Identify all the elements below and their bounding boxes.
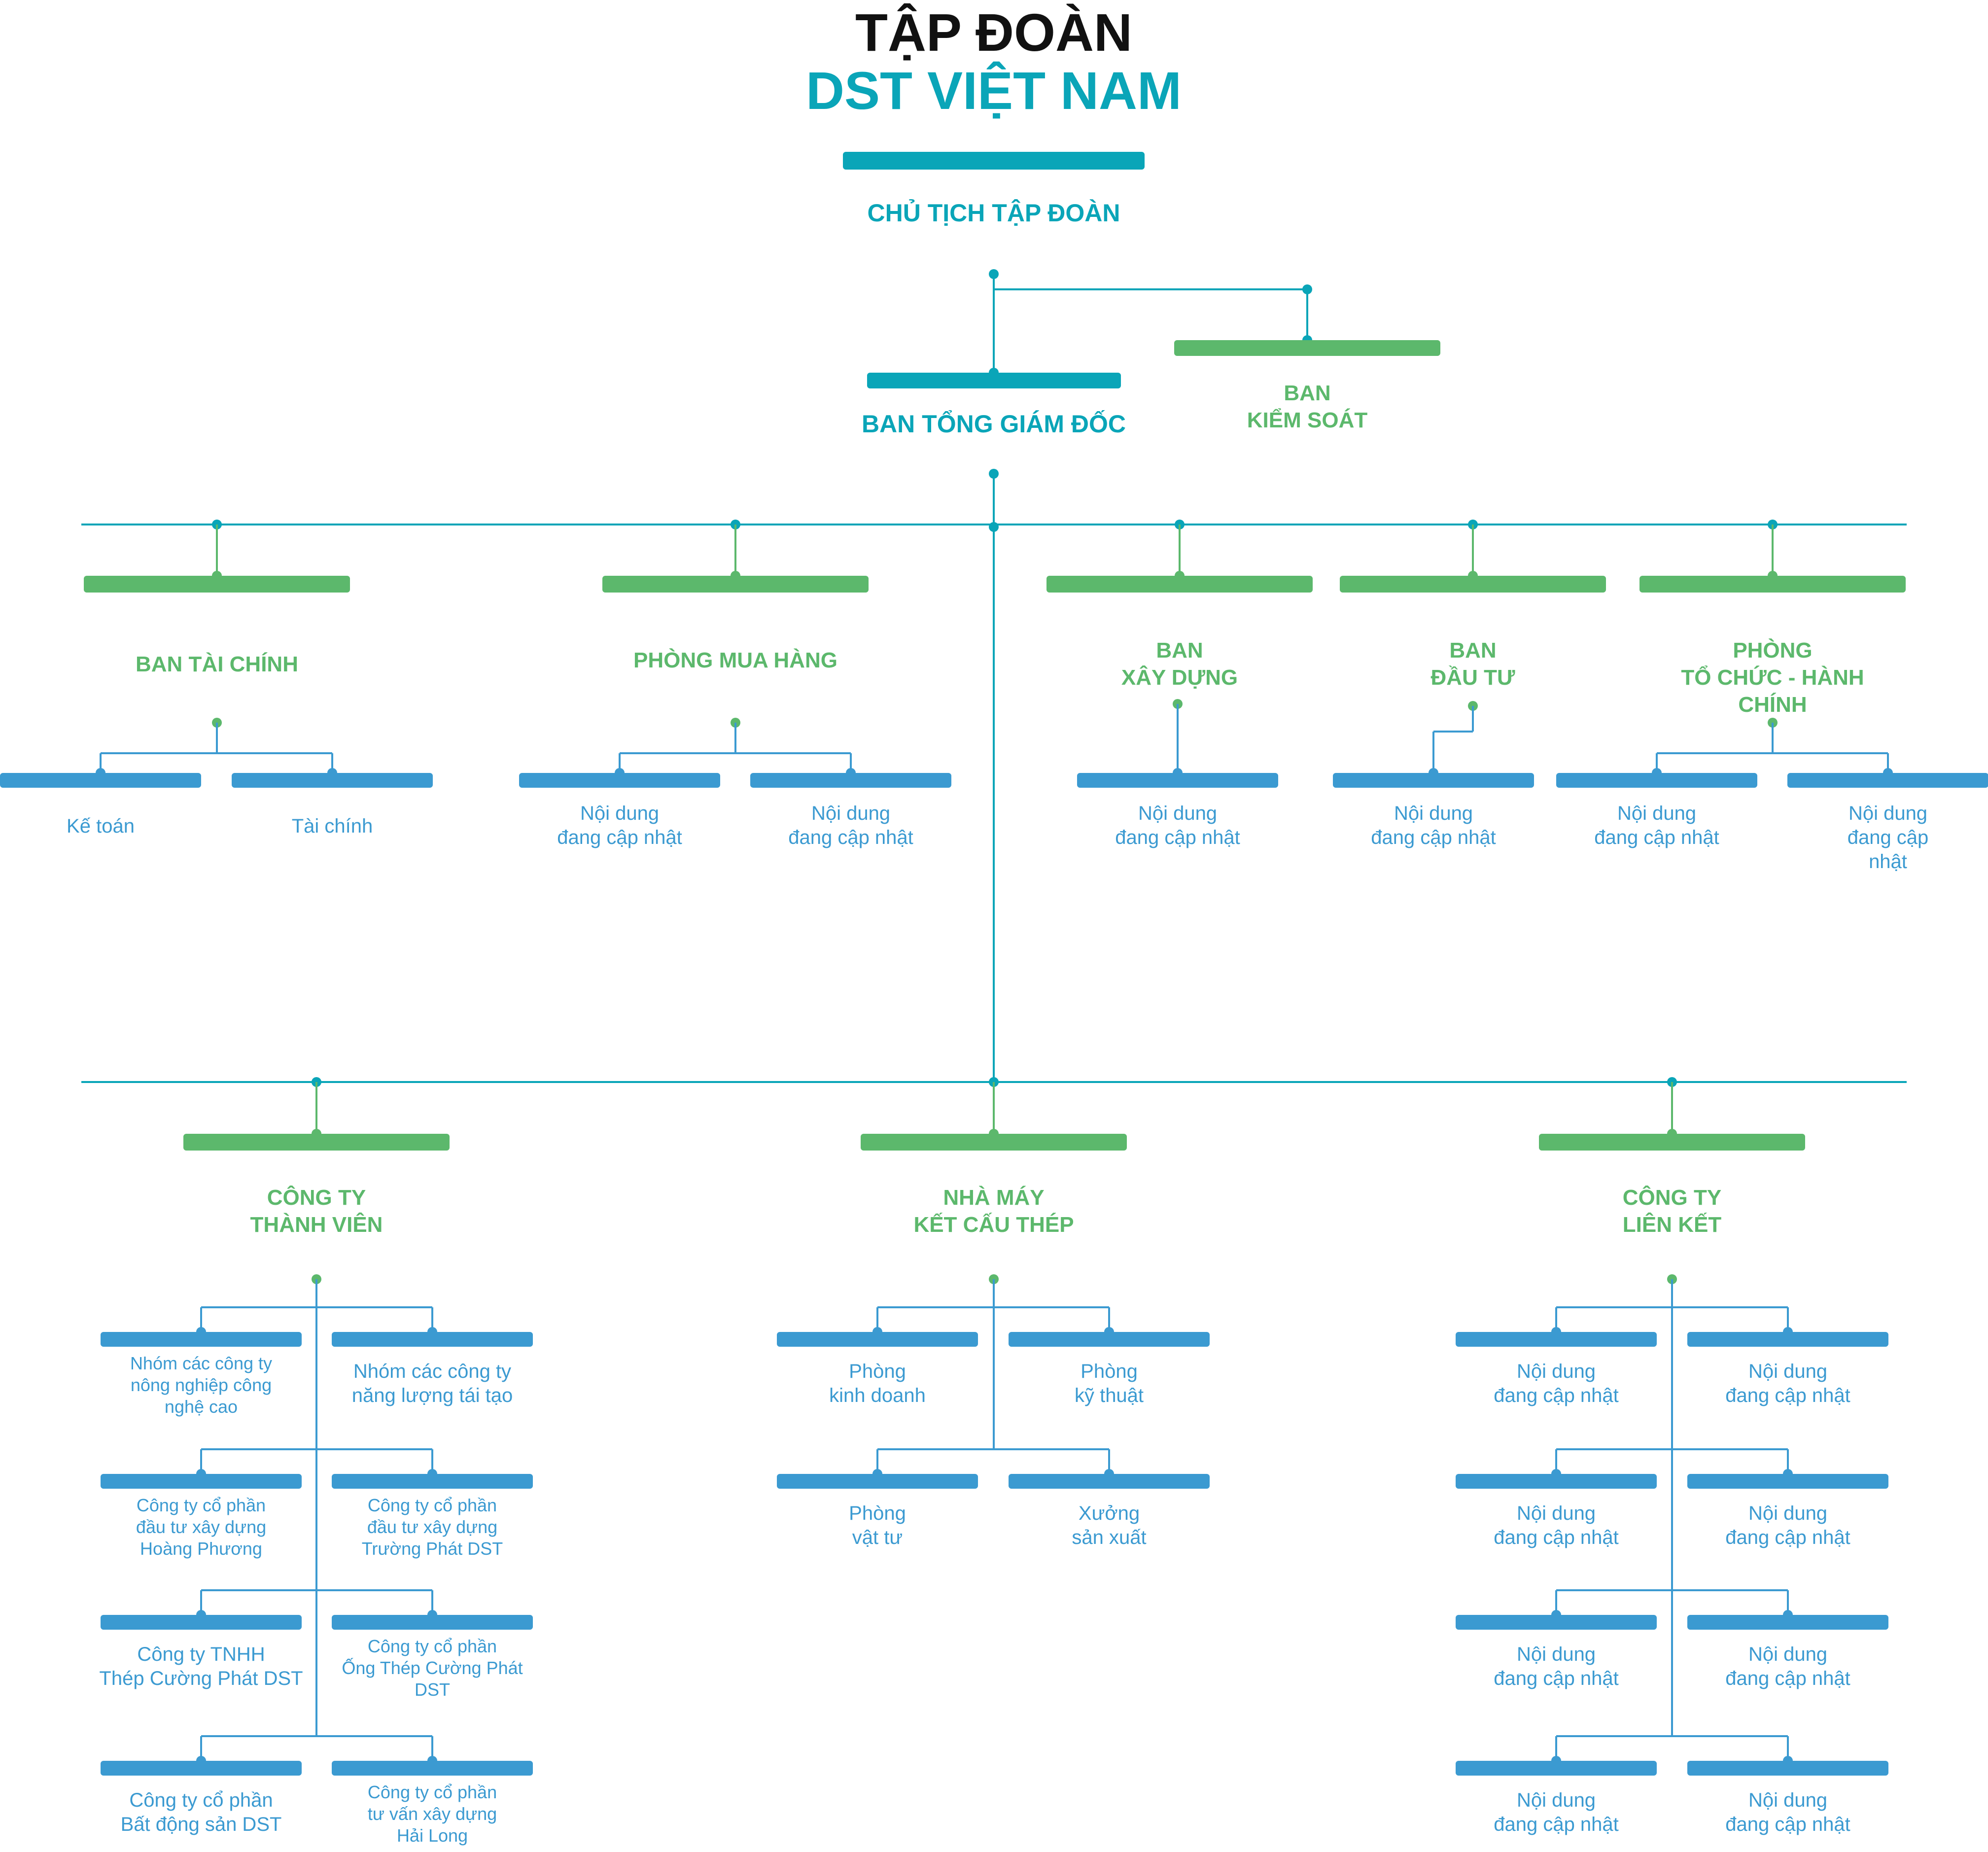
executive-bar — [867, 373, 1121, 388]
department-child-bar — [1787, 773, 1988, 788]
subsidiary-child-bar — [1456, 1332, 1657, 1347]
subsidiary-child-bar — [332, 1474, 533, 1489]
subsidiary-child-bar — [777, 1474, 978, 1489]
subsidiary-child-bar — [1456, 1761, 1657, 1776]
subsidiary-bar — [1539, 1134, 1805, 1151]
department-label: PHÒNG MUA HÀNG — [633, 648, 837, 672]
subsidiary-child-label: Nội dung đang cập nhật — [1725, 1643, 1850, 1689]
department-child-bar — [750, 773, 951, 788]
subsidiary-child-label: Công ty cổ phần đầu tư xây dựng Hoàng Ph… — [136, 1495, 267, 1559]
department-child-bar — [1077, 773, 1278, 788]
subsidiary-child-bar — [101, 1474, 302, 1489]
subsidiary-bar — [861, 1134, 1127, 1151]
subsidiary-child-bar — [777, 1332, 978, 1347]
subsidiary-child-label: Xưởng sản xuất — [1072, 1503, 1147, 1548]
executive-label: BAN TỔNG GIÁM ĐỐC — [861, 410, 1126, 438]
subsidiary-child-label: Nhóm các công ty năng lượng tái tạo — [351, 1361, 513, 1406]
subsidiary-child-bar — [332, 1761, 533, 1776]
department-child-label: Nội dung đang cập nhật — [1115, 803, 1240, 848]
department-child-label: Kế toán — [67, 815, 135, 837]
subsidiary-child-label: Nội dung đang cập nhật — [1494, 1789, 1619, 1835]
control-board-bar — [1174, 340, 1440, 356]
connector-dot — [989, 522, 999, 532]
subsidiary-child-label: Công ty TNHH Thép Cường Phát DST — [99, 1643, 303, 1689]
department-child-label: Nội dung đang cập nhật — [557, 803, 682, 848]
subsidiary-child-bar — [332, 1615, 533, 1630]
department-child-label: Nội dung đang cập nhật — [1594, 803, 1719, 848]
department-bar — [1046, 576, 1313, 593]
department-child-label: Nội dung đang cập nhật — [1371, 803, 1496, 848]
title-underline — [843, 152, 1145, 170]
department-bar — [1340, 576, 1606, 593]
department-label: BAN XÂY DỰNG — [1121, 638, 1238, 690]
subsidiary-child-bar — [101, 1332, 302, 1347]
subsidiary-child-label: Nhóm các công ty nông nghiệp công nghệ c… — [130, 1353, 273, 1417]
department-child-label: Nội dung đang cập nhật — [1847, 803, 1929, 873]
subsidiary-child-bar — [101, 1761, 302, 1776]
subsidiary-child-bar — [1687, 1761, 1888, 1776]
department-child-bar — [1556, 773, 1757, 788]
subsidiary-bar — [183, 1134, 450, 1151]
subsidiary-child-label: Nội dung đang cập nhật — [1494, 1361, 1619, 1406]
department-bar — [602, 576, 869, 593]
department-child-bar — [1333, 773, 1534, 788]
subsidiary-child-label: Phòng kỹ thuật — [1074, 1361, 1144, 1406]
subsidiary-child-label: Công ty cổ phần Bất động sản DST — [120, 1789, 282, 1835]
control-board-label: BAN KIỂM SOÁT — [1247, 381, 1368, 432]
subsidiary-child-bar — [101, 1615, 302, 1630]
department-child-label: Nội dung đang cập nhật — [788, 803, 913, 848]
department-child-bar — [519, 773, 720, 788]
department-label: BAN ĐẦU TƯ — [1430, 638, 1515, 690]
subsidiary-label: NHÀ MÁY KẾT CẤU THÉP — [913, 1186, 1074, 1237]
subsidiary-child-label: Nội dung đang cập nhật — [1725, 1361, 1850, 1406]
subsidiary-child-bar — [1456, 1474, 1657, 1489]
subsidiary-child-bar — [1009, 1474, 1210, 1489]
department-bar — [84, 576, 350, 593]
subsidiary-child-label: Nội dung đang cập nhật — [1494, 1503, 1619, 1548]
subsidiary-child-label: Nội dung đang cập nhật — [1494, 1643, 1619, 1689]
subsidiary-child-bar — [1687, 1474, 1888, 1489]
subsidiary-child-label: Công ty cổ phần tư vấn xây dựng Hải Long — [367, 1782, 497, 1846]
department-label: BAN TÀI CHÍNH — [136, 652, 298, 676]
subsidiary-label: CÔNG TY THÀNH VIÊN — [250, 1186, 383, 1237]
subsidiary-child-label: Nội dung đang cập nhật — [1725, 1789, 1850, 1835]
subsidiary-child-label: Phòng vật tư — [849, 1503, 906, 1548]
subsidiary-child-bar — [1009, 1332, 1210, 1347]
chairman-label: CHỦ TỊCH TẬP ĐOÀN — [867, 199, 1120, 227]
department-child-label: Tài chính — [291, 815, 373, 837]
subsidiary-child-label: Phòng kinh doanh — [829, 1361, 926, 1406]
subsidiary-child-bar — [1456, 1615, 1657, 1630]
subsidiary-child-bar — [1687, 1615, 1888, 1630]
department-bar — [1639, 576, 1906, 593]
title-line-1: TẬP ĐOÀN — [855, 2, 1133, 62]
subsidiary-child-label: Công ty cổ phần Ống Thép Cường Phát DST — [342, 1636, 523, 1700]
subsidiary-child-bar — [1687, 1332, 1888, 1347]
subsidiary-child-label: Công ty cổ phần đầu tư xây dựng Trường P… — [361, 1495, 503, 1559]
department-child-bar — [232, 773, 433, 788]
subsidiary-label: CÔNG TY LIÊN KẾT — [1622, 1186, 1722, 1237]
title-line-2: DST VIỆT NAM — [805, 61, 1182, 120]
subsidiary-child-bar — [332, 1332, 533, 1347]
department-child-bar — [0, 773, 201, 788]
department-label: PHÒNG TỔ CHỨC - HÀNH CHÍNH — [1681, 638, 1864, 717]
subsidiary-child-label: Nội dung đang cập nhật — [1725, 1503, 1850, 1548]
